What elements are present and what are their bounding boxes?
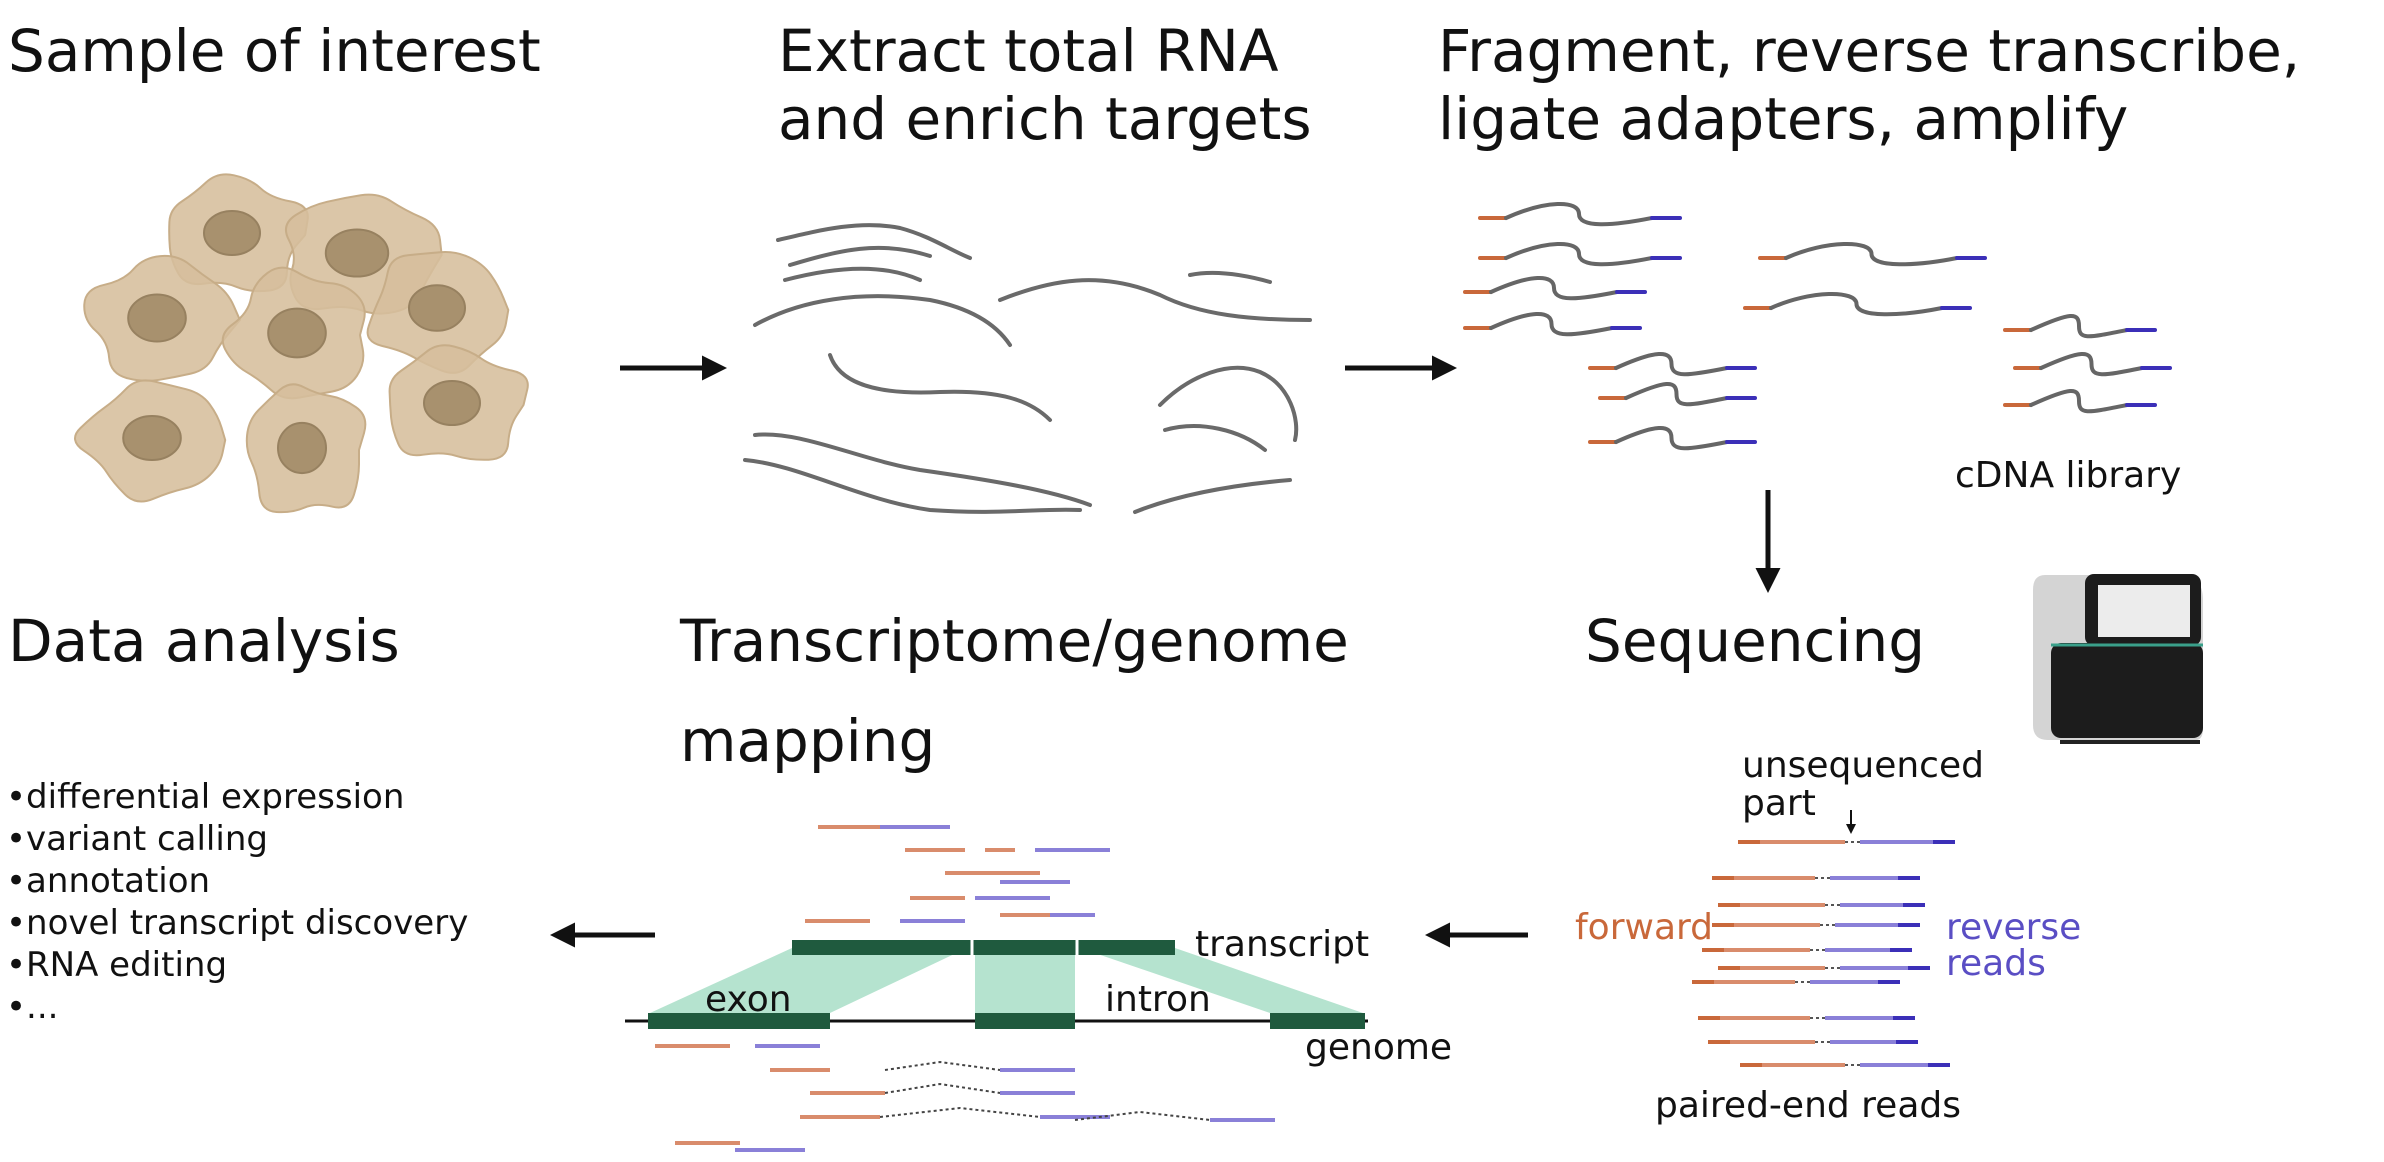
- splice-junction: [879, 1106, 1041, 1118]
- cell-nucleus: [122, 414, 182, 462]
- cell: [245, 383, 367, 514]
- cdna-fragment: [1463, 311, 1642, 337]
- label-reverse-line-1: reverse: [1946, 907, 2082, 948]
- cell-nucleus: [267, 307, 327, 359]
- cdna-library-icon: [1463, 202, 2172, 451]
- title-mapping-line-2: mapping: [680, 707, 936, 775]
- cdna-insert: [2029, 313, 2129, 339]
- title-data-analysis: Data analysis: [8, 607, 400, 675]
- list-item: •novel transcript discovery: [6, 903, 469, 943]
- analysis-list: •differential expression •variant callin…: [6, 776, 468, 1028]
- cell: [366, 251, 510, 374]
- cdna-insert: [1624, 381, 1729, 407]
- cell-nucleus: [277, 421, 327, 475]
- mapping-icon: [625, 825, 1368, 1152]
- cdna-fragment: [1743, 291, 1972, 317]
- cdna-fragment: [1463, 275, 1647, 301]
- label-reverse-line-2: reads: [1946, 943, 2046, 984]
- cell-nucleus: [203, 209, 261, 257]
- cell-nucleus: [423, 379, 481, 427]
- title-mapping-line-1: Transcriptome/genome: [680, 607, 1349, 675]
- title-extract-line-2: and enrich targets: [778, 85, 1312, 153]
- cdna-insert: [1614, 351, 1729, 377]
- label-unsequenced-line-2: part: [1742, 783, 1816, 824]
- cell-cluster-icon: [74, 173, 529, 514]
- cdna-insert: [1489, 311, 1614, 337]
- title-sample-of-interest: Sample of interest: [8, 17, 541, 85]
- cdna-insert: [1614, 425, 1729, 451]
- label-unsequenced-line-1: unsequenced: [1742, 745, 1984, 786]
- cdna-fragment: [1588, 425, 1757, 451]
- cell: [74, 379, 227, 503]
- cdna-insert: [1784, 241, 1959, 267]
- paired-end-reads-icon: [1692, 840, 1955, 1067]
- cell-nucleus: [408, 284, 466, 332]
- label-paired-end-reads: paired-end reads: [1655, 1085, 1961, 1126]
- cdna-insert: [1504, 242, 1654, 267]
- list-item: •annotation: [6, 861, 211, 901]
- title-fragment-line-1: Fragment, reverse transcribe,: [1438, 17, 2301, 85]
- cdna-insert: [1489, 275, 1619, 301]
- title-fragment-line-2: ligate adapters, amplify: [1438, 85, 2129, 153]
- cdna-fragment: [2013, 351, 2172, 377]
- list-item: •...: [6, 987, 59, 1027]
- title-extract-line-1: Extract total RNA: [778, 17, 1279, 85]
- cdna-fragment: [1598, 381, 1757, 407]
- cdna-fragment: [1478, 202, 1682, 227]
- splice-junction: [884, 1060, 1001, 1071]
- label-transcript: transcript: [1195, 924, 1370, 965]
- cell: [83, 254, 242, 382]
- label-intron: intron: [1105, 979, 1211, 1020]
- list-item: •differential expression: [6, 777, 405, 817]
- label-cdna-library: cDNA library: [1955, 455, 2182, 496]
- title-sequencing: Sequencing: [1585, 607, 1926, 675]
- label-genome: genome: [1305, 1027, 1453, 1068]
- list-item: •variant calling: [6, 819, 268, 859]
- cell-nucleus: [127, 293, 187, 343]
- cdna-fragment: [2003, 313, 2157, 339]
- rna-strands-icon: [743, 223, 1312, 514]
- sequencer-icon: [2033, 574, 2203, 744]
- label-exon: exon: [705, 979, 792, 1020]
- cell: [168, 173, 309, 293]
- cdna-insert: [2029, 388, 2129, 414]
- cell-nucleus: [324, 228, 390, 278]
- splice-junction: [884, 1082, 1001, 1094]
- process-arrows: [550, 355, 1781, 948]
- cdna-insert: [1504, 202, 1654, 227]
- cdna-fragment: [2003, 388, 2157, 414]
- cdna-fragment: [1478, 242, 1682, 267]
- cdna-fragment: [1758, 241, 1987, 267]
- cdna-insert: [1769, 291, 1944, 317]
- cell: [388, 344, 529, 461]
- list-item: •RNA editing: [6, 945, 228, 985]
- cell: [221, 266, 366, 400]
- cdna-insert: [2039, 351, 2144, 377]
- cdna-fragment: [1588, 351, 1757, 377]
- label-forward: forward: [1575, 907, 1714, 948]
